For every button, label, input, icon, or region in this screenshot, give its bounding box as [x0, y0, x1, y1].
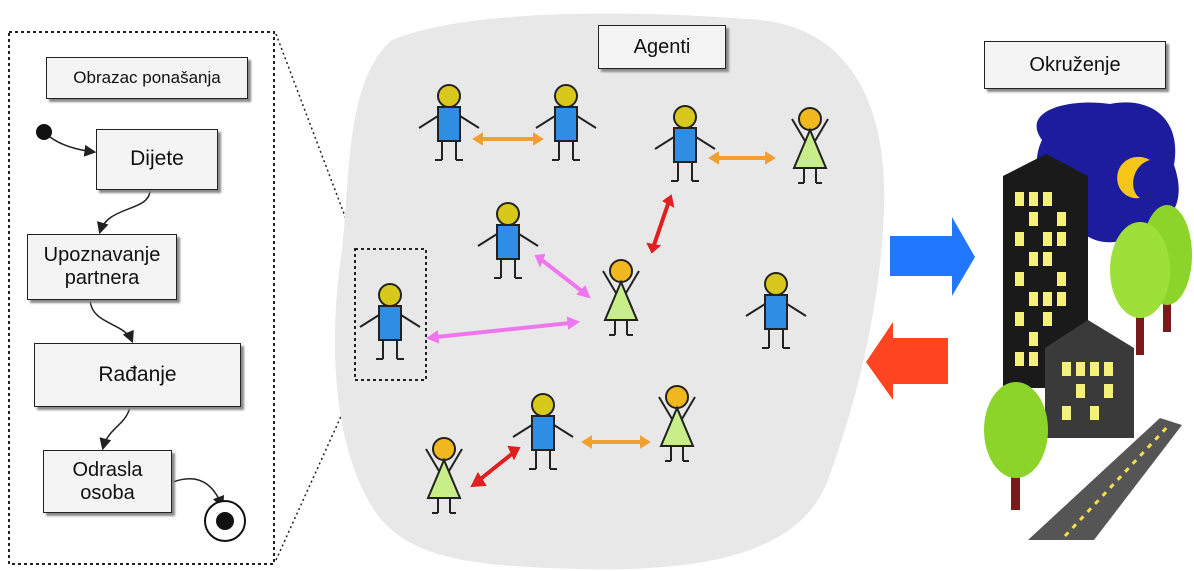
state-upoznavanje-partnera: Upoznavanje partnera	[27, 234, 177, 300]
transition-radanje-odrasla	[99, 406, 131, 451]
environment-to-agents-arrow	[866, 322, 948, 400]
agents-title: Agenti	[598, 25, 726, 69]
small-building-windows	[1062, 362, 1113, 420]
transition-odrasla-end	[172, 478, 225, 509]
road	[1028, 418, 1182, 540]
agents-area	[334, 13, 885, 570]
tree-right-2	[1110, 222, 1170, 355]
selected-agent-frame	[354, 248, 427, 381]
initial-state-dot	[36, 124, 52, 140]
transition-upoznavanje-radanje	[89, 299, 134, 344]
state-odrasla-osoba: Odrasla osoba	[43, 450, 172, 513]
tree-left	[984, 382, 1048, 510]
tall-building-windows	[1015, 192, 1066, 366]
state-radanje: Rađanje	[34, 343, 241, 407]
interaction-arrow-red-2	[476, 451, 515, 483]
environment-title: Okruženje	[984, 41, 1166, 89]
interaction-arrow-red-1	[652, 202, 670, 247]
moon-icon	[1117, 156, 1150, 199]
final-state-dot	[216, 512, 234, 530]
zoom-line-top	[275, 33, 358, 249]
road-lane-markings	[1063, 422, 1172, 538]
interaction-arrow-pink-1	[541, 259, 585, 294]
transition-start-dijete	[49, 136, 97, 157]
tall-building	[1003, 154, 1088, 388]
state-dijete: Dijete	[96, 129, 218, 190]
agents-to-environment-arrow	[890, 217, 975, 296]
interaction-arrow-pink-2	[434, 321, 572, 339]
transition-dijete-upoznavanje	[96, 189, 151, 235]
behavior-pattern-title: Obrazac ponašanja	[46, 57, 248, 99]
